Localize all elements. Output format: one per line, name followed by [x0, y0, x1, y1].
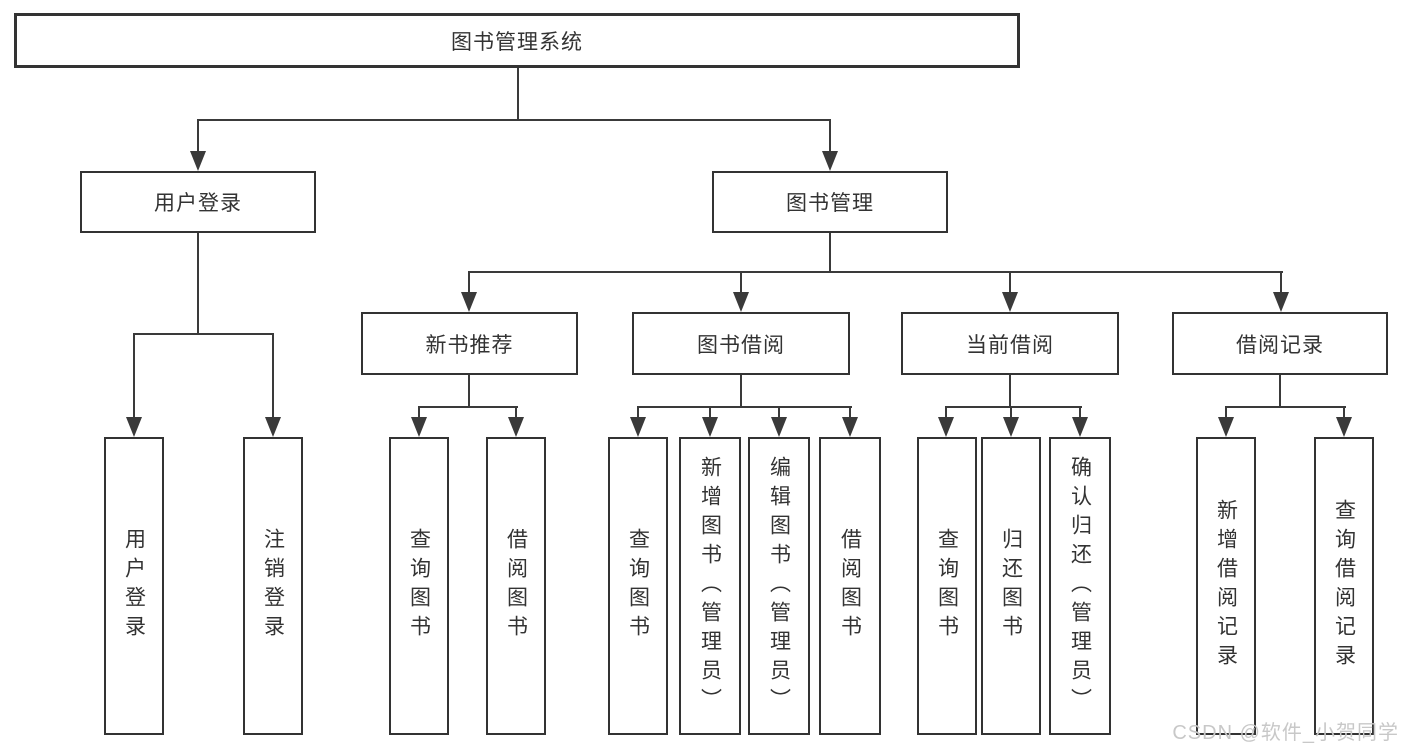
arrowhead-down-icon: [771, 417, 787, 437]
connector-line: [133, 333, 274, 335]
connector-line: [829, 119, 831, 155]
arrowhead-down-icon: [1072, 417, 1088, 437]
node-root-system: 图书管理系统: [14, 13, 1020, 68]
connector-line: [829, 233, 831, 273]
connector-line: [637, 406, 639, 421]
arrowhead-down-icon: [702, 417, 718, 437]
connector-line: [778, 406, 780, 421]
node-cb-return-book: 归还图书: [981, 437, 1041, 735]
node-label: 新增图书（管理员）: [698, 455, 722, 717]
connector-line: [1343, 406, 1345, 421]
node-nbr-query-book: 查询图书: [389, 437, 449, 735]
node-label: 查询图书: [407, 528, 431, 644]
node-br-query-record: 查询借阅记录: [1314, 437, 1374, 735]
arrowhead-down-icon: [630, 417, 646, 437]
connector-line: [468, 271, 470, 296]
node-label: 用户登录: [122, 528, 146, 644]
node-label: 编辑图书（管理员）: [767, 455, 791, 717]
arrowhead-down-icon: [822, 151, 838, 171]
arrowhead-down-icon: [1002, 292, 1018, 312]
node-user-login: 用户登录: [80, 171, 316, 233]
connector-line: [468, 375, 470, 408]
arrowhead-down-icon: [508, 417, 524, 437]
node-nbr-borrow-book: 借阅图书: [486, 437, 546, 735]
arrowhead-down-icon: [190, 151, 206, 171]
node-current-borrow: 当前借阅: [901, 312, 1119, 375]
arrowhead-down-icon: [842, 417, 858, 437]
node-bb-query-book: 查询图书: [608, 437, 668, 735]
arrowhead-down-icon: [1273, 292, 1289, 312]
connector-line: [1009, 271, 1011, 296]
node-bb-edit-book-admin: 编辑图书（管理员）: [748, 437, 810, 735]
node-label: 查询图书: [626, 528, 650, 644]
connector-line: [709, 406, 711, 421]
node-label: 查询借阅记录: [1332, 499, 1356, 673]
arrowhead-down-icon: [461, 292, 477, 312]
node-leaf-logout: 注销登录: [243, 437, 303, 735]
connector-line: [517, 68, 519, 120]
node-br-add-record: 新增借阅记录: [1196, 437, 1256, 735]
arrowhead-down-icon: [1218, 417, 1234, 437]
connector-line: [133, 333, 135, 421]
connector-line: [740, 271, 742, 296]
node-label: 新书推荐: [425, 333, 514, 357]
connector-line: [1010, 406, 1012, 421]
arrowhead-down-icon: [1003, 417, 1019, 437]
arrowhead-down-icon: [733, 292, 749, 312]
connector-line: [945, 406, 947, 421]
node-label: 确认归还（管理员）: [1068, 455, 1092, 717]
node-borrow-record: 借阅记录: [1172, 312, 1388, 375]
connector-line: [469, 271, 1283, 273]
connector-line: [638, 406, 852, 408]
connector-line: [418, 406, 420, 421]
node-label: 新增借阅记录: [1214, 499, 1238, 673]
connector-line: [1225, 406, 1346, 408]
connector-line: [1279, 375, 1281, 408]
node-book-borrow: 图书借阅: [632, 312, 850, 375]
connector-line: [1225, 406, 1227, 421]
node-bb-borrow-book: 借阅图书: [819, 437, 881, 735]
connector-line: [740, 375, 742, 408]
node-label: 注销登录: [261, 528, 285, 644]
connector-line: [197, 233, 199, 334]
node-label: 图书管理系统: [451, 30, 583, 54]
node-label: 图书管理: [786, 192, 874, 215]
connector-line: [515, 406, 517, 421]
node-label: 当前借阅: [966, 333, 1054, 357]
arrowhead-down-icon: [411, 417, 427, 437]
arrowhead-down-icon: [265, 417, 281, 437]
node-bb-add-book-admin: 新增图书（管理员）: [679, 437, 741, 735]
connector-line: [419, 406, 518, 408]
node-label: 归还图书: [999, 528, 1023, 644]
connector-line: [946, 406, 1082, 408]
node-leaf-user-login: 用户登录: [104, 437, 164, 735]
node-cb-query-book: 查询图书: [917, 437, 977, 735]
node-label: 借阅图书: [504, 528, 528, 644]
node-label: 查询图书: [935, 528, 959, 644]
connector-line: [1079, 406, 1081, 421]
connector-line: [272, 333, 274, 421]
connector-line: [849, 406, 851, 421]
connector-line: [1009, 375, 1011, 408]
arrowhead-down-icon: [938, 417, 954, 437]
node-label: 用户登录: [154, 192, 242, 215]
node-label: 图书借阅: [697, 333, 785, 357]
node-book-management: 图书管理: [712, 171, 948, 233]
connector-line: [197, 119, 831, 121]
node-label: 借阅图书: [838, 528, 862, 644]
arrowhead-down-icon: [1336, 417, 1352, 437]
node-cb-confirm-return-admin: 确认归还（管理员）: [1049, 437, 1111, 735]
connector-line: [1280, 271, 1282, 296]
node-label: 借阅记录: [1236, 333, 1324, 357]
arrowhead-down-icon: [126, 417, 142, 437]
node-new-book-recommend: 新书推荐: [361, 312, 578, 375]
connector-line: [197, 119, 199, 155]
